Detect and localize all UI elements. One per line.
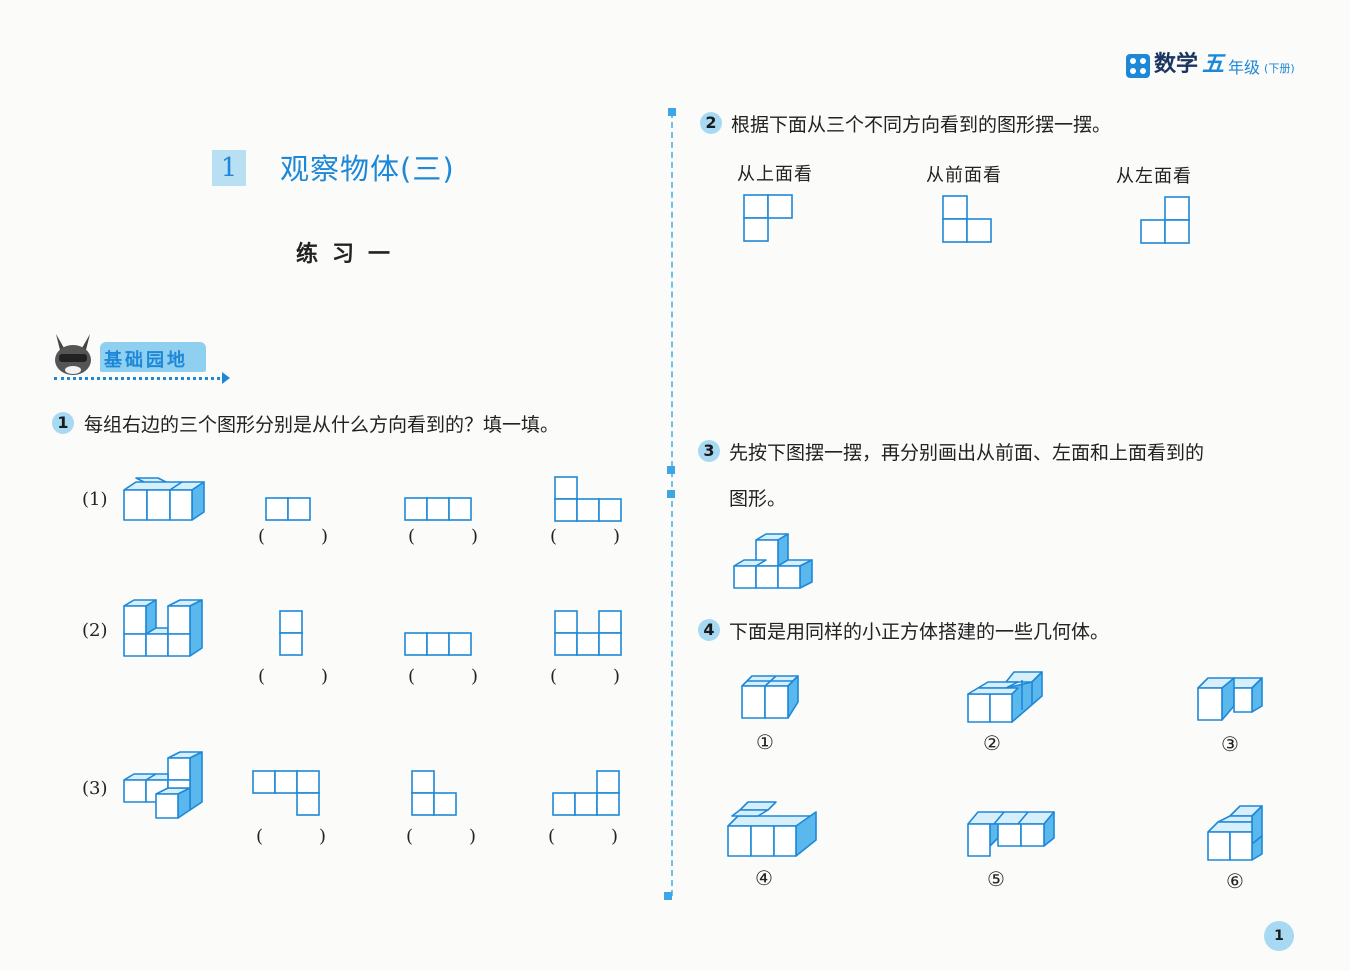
divider-marker bbox=[668, 108, 676, 116]
view-label-front: 从前面看 bbox=[926, 165, 1002, 186]
view-label-left: 从左面看 bbox=[1116, 166, 1192, 187]
arrow-right-icon bbox=[222, 372, 230, 384]
unit-number: 1 bbox=[212, 150, 246, 186]
divider-marker bbox=[667, 466, 675, 474]
answer-blank[interactable]: () bbox=[258, 526, 328, 547]
q1-row3-label: (3) bbox=[82, 778, 108, 799]
q3-solid-figure bbox=[733, 533, 813, 589]
q1-row3-view-b bbox=[411, 770, 457, 816]
brand-logo-icon bbox=[1126, 54, 1150, 78]
q2-front-view bbox=[942, 195, 992, 243]
q1-row3-view-c bbox=[552, 770, 620, 816]
q1-row1-view-c bbox=[554, 476, 622, 522]
brand-volume: (下册) bbox=[1264, 62, 1295, 75]
question-2-number: 2 bbox=[700, 112, 722, 134]
answer-blank[interactable]: () bbox=[548, 826, 618, 847]
series-brand: 数学 五 年级 (下册) bbox=[1126, 46, 1295, 78]
brand-level: 年级 bbox=[1228, 58, 1261, 77]
answer-blank[interactable]: () bbox=[406, 826, 476, 847]
q4-figure-6 bbox=[1207, 805, 1263, 861]
q4-label-5: ⑤ bbox=[987, 867, 1005, 891]
answer-blank[interactable]: () bbox=[408, 526, 478, 547]
q1-row1-solid-figure bbox=[123, 477, 205, 521]
q1-row2-solid-figure bbox=[123, 599, 203, 657]
answer-blank[interactable]: () bbox=[258, 666, 328, 687]
q1-row2-label: (2) bbox=[82, 620, 108, 641]
q4-figure-5 bbox=[967, 811, 1055, 857]
q4-label-4: ④ bbox=[755, 866, 773, 890]
q4-figure-1 bbox=[741, 675, 799, 719]
answer-blank[interactable]: () bbox=[550, 526, 620, 547]
brand-subject: 数学 bbox=[1154, 52, 1199, 77]
page-number: 1 bbox=[1264, 921, 1294, 951]
brand-grade: 五 bbox=[1202, 52, 1225, 77]
unit-title: 观察物体(三) bbox=[280, 152, 455, 186]
divider-marker bbox=[664, 892, 672, 900]
answer-blank[interactable]: () bbox=[550, 666, 620, 687]
section-banner-text: 基础园地 bbox=[104, 350, 188, 371]
q1-row3-solid-figure bbox=[123, 751, 203, 819]
q2-left-view bbox=[1140, 196, 1190, 244]
question-3-text-line2: 图形。 bbox=[729, 488, 787, 510]
practice-title: 练习一 bbox=[296, 242, 405, 267]
q4-label-2: ② bbox=[983, 731, 1001, 755]
q4-figure-4 bbox=[727, 801, 817, 857]
q1-row2-view-a bbox=[279, 610, 303, 656]
q4-figure-3 bbox=[1197, 677, 1263, 721]
question-4-text: 下面是用同样的小正方体搭建的一些几何体。 bbox=[729, 621, 1110, 643]
q4-figure-2 bbox=[967, 671, 1043, 723]
question-4-number: 4 bbox=[698, 619, 720, 641]
q4-label-6: ⑥ bbox=[1226, 869, 1244, 893]
q1-row1-view-a bbox=[265, 497, 311, 521]
question-1-number: 1 bbox=[52, 412, 74, 434]
question-3-number: 3 bbox=[698, 440, 720, 462]
divider-marker bbox=[667, 490, 675, 498]
bunny-mascot-icon bbox=[55, 334, 91, 375]
banner-dotted-line bbox=[54, 377, 226, 380]
question-2-text: 根据下面从三个不同方向看到的图形摆一摆。 bbox=[731, 114, 1112, 136]
q1-row3-view-a bbox=[252, 770, 320, 816]
q2-top-view bbox=[743, 194, 793, 242]
view-label-top: 从上面看 bbox=[737, 164, 813, 185]
q1-row1-label: (1) bbox=[82, 489, 108, 510]
q1-row1-view-b bbox=[404, 497, 472, 521]
page-divider bbox=[671, 112, 673, 896]
q4-label-3: ③ bbox=[1221, 732, 1239, 756]
q1-row2-view-b bbox=[404, 632, 472, 656]
q1-row2-view-c bbox=[554, 610, 622, 656]
section-banner-box bbox=[100, 342, 206, 372]
answer-blank[interactable]: () bbox=[256, 826, 326, 847]
answer-blank[interactable]: () bbox=[408, 666, 478, 687]
question-1-text: 每组右边的三个图形分别是从什么方向看到的？填一填。 bbox=[84, 414, 560, 436]
q4-label-1: ① bbox=[756, 730, 774, 754]
question-3-text-line1: 先按下图摆一摆，再分别画出从前面、左面和上面看到的 bbox=[729, 442, 1205, 464]
